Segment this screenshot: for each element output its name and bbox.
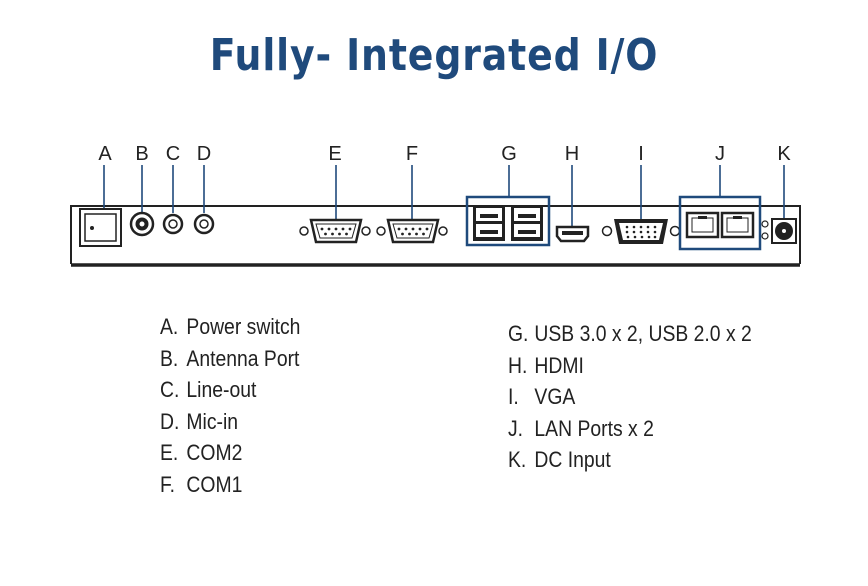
legend-key: H.: [508, 352, 528, 378]
legend-key: C.: [160, 377, 180, 403]
legend-key: D.: [160, 408, 180, 434]
port-letter-e: E: [328, 143, 342, 165]
legend-item-e: E. COM2: [160, 437, 300, 469]
com1-serial-port-icon: [376, 218, 448, 244]
lan-ports-group: [678, 195, 762, 251]
legend-item-h: H.HDMI: [508, 350, 752, 382]
legend-item-a: A. Power switch: [160, 311, 300, 343]
usb-ports-group: [465, 195, 551, 247]
port-letter-h: H: [564, 143, 580, 165]
legend-item-d: D.Mic-in: [160, 406, 300, 438]
legend-label: LAN Ports x 2: [534, 415, 654, 441]
legend-label: Mic-in: [186, 408, 239, 434]
vga-port-icon: [601, 219, 681, 244]
legend-key: F.: [160, 471, 176, 497]
port-letter-j: J: [715, 143, 725, 165]
legend-label: VGA: [534, 384, 576, 410]
power-switch-icon: [79, 208, 122, 247]
legend-key: A.: [160, 314, 179, 339]
legend-key: J.: [508, 415, 524, 441]
lan-port-right-icon: [720, 211, 755, 239]
port-letter-i: I: [638, 143, 644, 165]
legend-label: Line-out: [186, 377, 257, 403]
legend-label: Antenna Port: [186, 345, 300, 371]
legend-item-j: J. LAN Ports x 2: [508, 413, 752, 445]
legend-label: Power switch: [186, 314, 301, 339]
antenna-port-icon: [129, 211, 155, 237]
port-letter-a: A: [98, 143, 112, 165]
panel-body: [70, 205, 801, 267]
legend-key: K.: [508, 447, 527, 473]
port-letter-k: K: [777, 143, 791, 165]
port-letter-g: G: [501, 143, 517, 165]
indicator-holes: [761, 220, 769, 240]
usb-stack-left-icon: [473, 205, 505, 241]
port-letter-d: D: [196, 143, 212, 165]
legend-right: G.USB 3.0 x 2, USB 2.0 x 2 H.HDMI I.VGA …: [508, 318, 752, 476]
dc-input-icon: [771, 218, 797, 244]
legend-key: G.: [508, 321, 529, 346]
legend-key: E.: [160, 440, 179, 466]
legend-item-f: F. COM1: [160, 469, 300, 501]
legend-key: I.: [508, 384, 519, 410]
port-letter-f: F: [405, 143, 419, 165]
mic-in-jack-icon: [193, 213, 215, 235]
leader-lines: [103, 165, 785, 227]
legend-left: A. Power switch B. Antenna Port C.Line-out…: [160, 311, 300, 501]
legend-label: DC Input: [534, 447, 611, 473]
hdmi-port-icon: [555, 225, 590, 243]
line-out-jack-icon: [162, 213, 184, 235]
legend-label: HDMI: [534, 352, 584, 378]
legend-item-c: C.Line-out: [160, 374, 300, 406]
com2-serial-port-icon: [299, 218, 371, 244]
legend-item-b: B. Antenna Port: [160, 343, 300, 375]
lan-port-left-icon: [685, 211, 720, 239]
usb-stack-right-icon: [511, 205, 543, 241]
legend-label: USB 3.0 x 2, USB 2.0 x 2: [534, 321, 752, 346]
legend-label: COM2: [186, 440, 243, 466]
legend-item-i: I. VGA: [508, 381, 752, 413]
legend-item-g: G.USB 3.0 x 2, USB 2.0 x 2: [508, 318, 752, 350]
legend-item-k: K. DC Input: [508, 444, 752, 476]
legend-label: COM1: [186, 471, 243, 497]
page-title: Fully- Integrated I/O: [209, 30, 659, 81]
legend-key: B.: [160, 345, 179, 371]
port-letter-b: B: [135, 143, 149, 165]
port-letter-c: C: [165, 143, 181, 165]
